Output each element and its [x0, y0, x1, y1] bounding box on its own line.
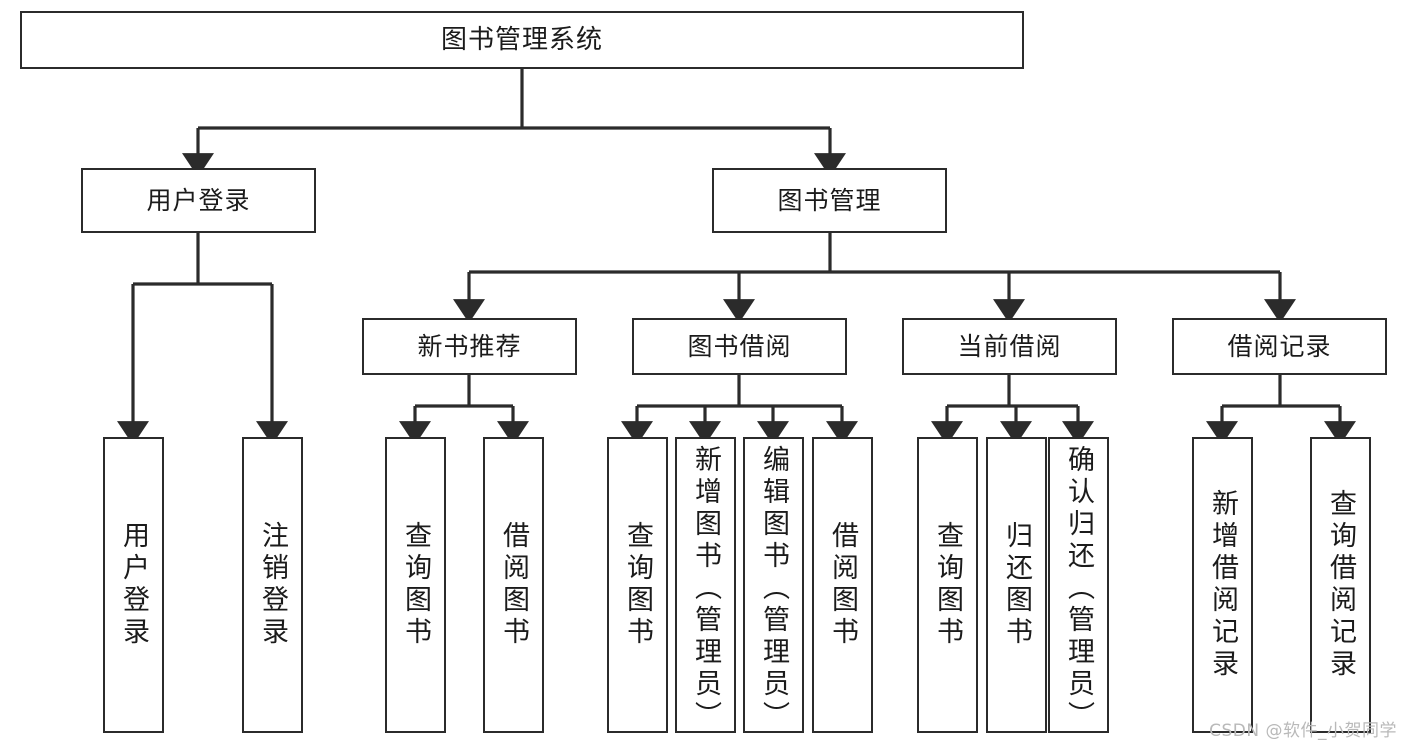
- node-user-login[interactable]: 用户登录: [81, 168, 316, 233]
- node-label: 图书管理: [777, 185, 882, 215]
- node-label: 借阅图书: [827, 521, 858, 649]
- node-label: 查询借阅记录: [1325, 489, 1356, 681]
- node-leaf-return-book[interactable]: 归还图书: [986, 437, 1047, 733]
- node-label: 查询图书: [932, 521, 963, 649]
- node-leaf-user-login[interactable]: 用户登录: [103, 437, 164, 733]
- node-current-borrow[interactable]: 当前借阅: [902, 318, 1117, 375]
- node-label: 图书借阅: [687, 331, 792, 361]
- node-leaf-add-book[interactable]: 新增图书（管理员）: [675, 437, 736, 733]
- node-leaf-edit-book[interactable]: 编辑图书（管理员）: [743, 437, 804, 733]
- node-label: 当前借阅: [957, 331, 1062, 361]
- node-book-borrow[interactable]: 图书借阅: [632, 318, 847, 375]
- node-book-management[interactable]: 图书管理: [712, 168, 947, 233]
- node-leaf-confirm-return[interactable]: 确认归还（管理员）: [1048, 437, 1109, 733]
- node-leaf-query-book-current[interactable]: 查询图书: [917, 437, 978, 733]
- node-label: 用户登录: [146, 185, 251, 215]
- watermark-text: CSDN @软件_小贺同学: [1209, 721, 1397, 741]
- node-borrow-record[interactable]: 借阅记录: [1172, 318, 1387, 375]
- node-label: 借阅图书: [498, 521, 529, 649]
- node-label: 查询图书: [400, 521, 431, 649]
- node-label: 图书管理系统: [440, 24, 603, 55]
- node-leaf-borrow-book-recommend[interactable]: 借阅图书: [483, 437, 544, 733]
- node-leaf-query-book-borrow[interactable]: 查询图书: [607, 437, 668, 733]
- node-root-book-management-system[interactable]: 图书管理系统: [20, 11, 1024, 69]
- node-label: 编辑图书（管理员）: [758, 445, 789, 733]
- node-new-book-recommend[interactable]: 新书推荐: [362, 318, 577, 375]
- node-label: 确认归还（管理员）: [1063, 445, 1094, 733]
- node-leaf-add-borrow-record[interactable]: 新增借阅记录: [1192, 437, 1253, 733]
- node-label: 新增图书（管理员）: [690, 445, 721, 733]
- node-leaf-query-borrow-record[interactable]: 查询借阅记录: [1310, 437, 1371, 733]
- node-label: 新增借阅记录: [1207, 489, 1238, 681]
- node-label: 注销登录: [257, 521, 288, 649]
- node-leaf-logout-login[interactable]: 注销登录: [242, 437, 303, 733]
- node-label: 查询图书: [622, 521, 653, 649]
- node-leaf-query-book-recommend[interactable]: 查询图书: [385, 437, 446, 733]
- node-label: 归还图书: [1001, 521, 1032, 649]
- node-label: 用户登录: [118, 521, 149, 649]
- node-leaf-borrow-book[interactable]: 借阅图书: [812, 437, 873, 733]
- node-label: 新书推荐: [417, 331, 522, 361]
- node-label: 借阅记录: [1227, 331, 1332, 361]
